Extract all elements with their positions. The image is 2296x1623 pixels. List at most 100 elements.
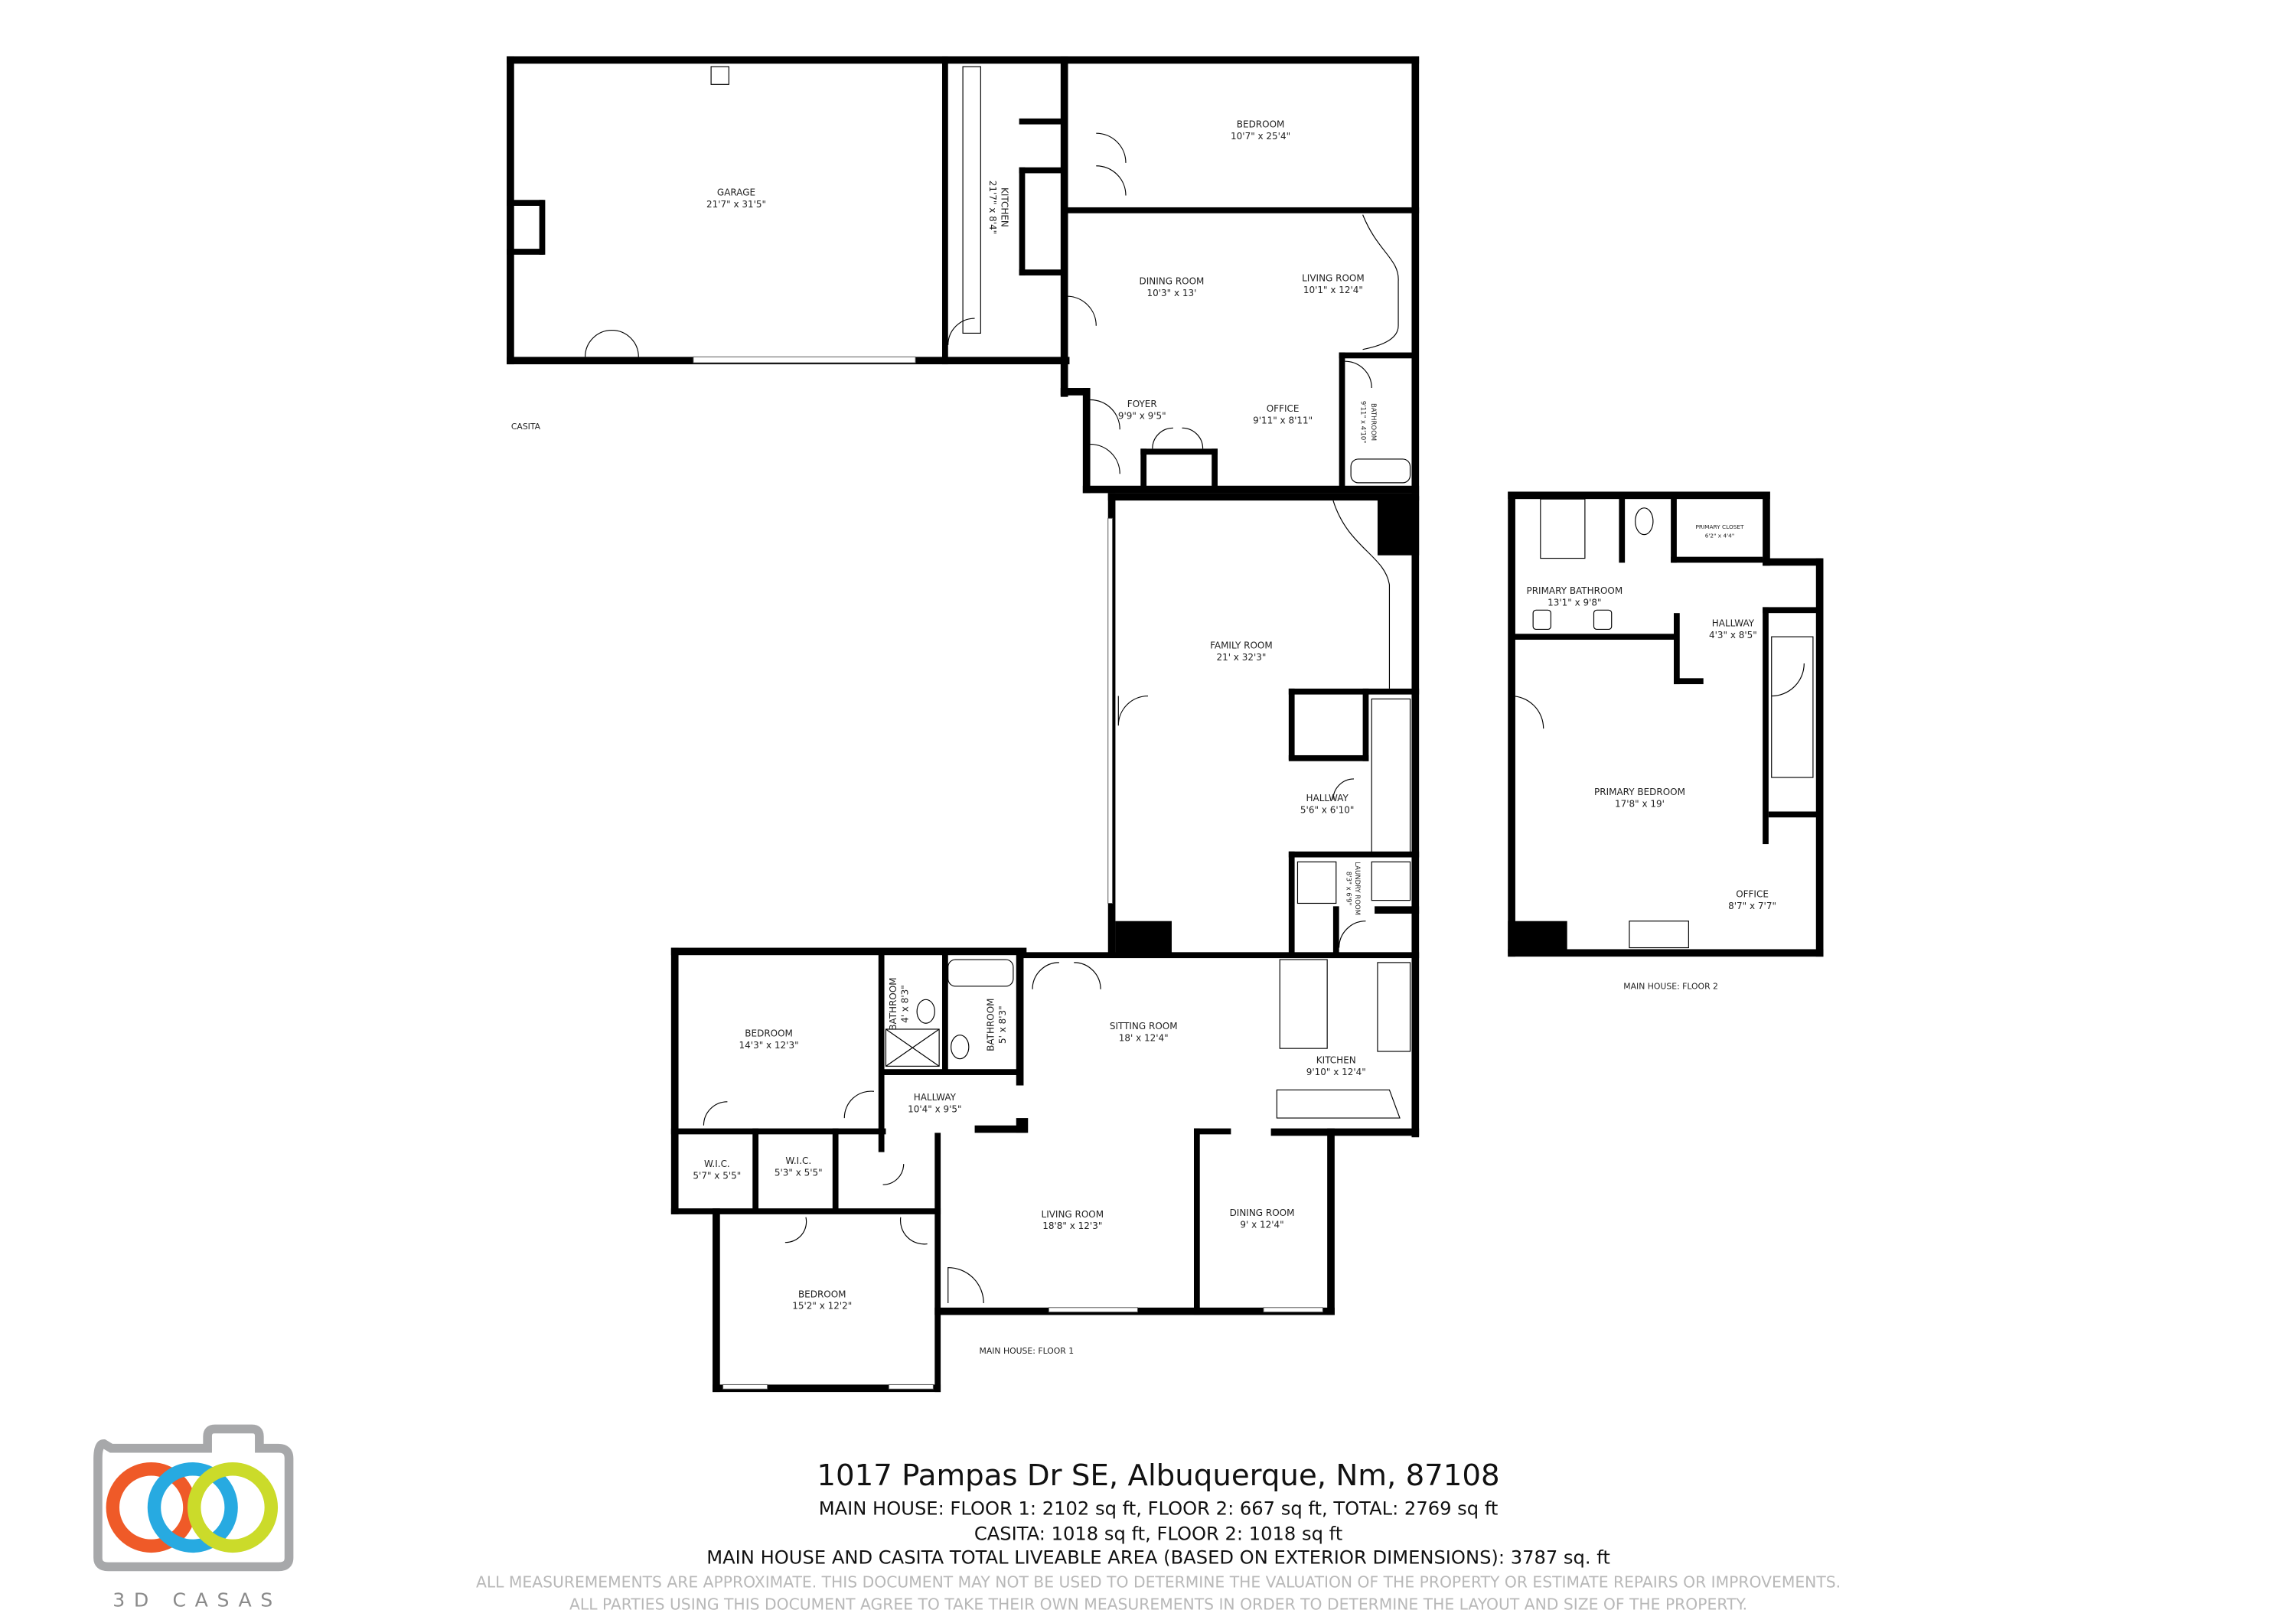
sink-icon <box>1532 609 1551 631</box>
stairs <box>1371 698 1411 855</box>
casita-label: CASITA <box>511 422 541 432</box>
sink-icon <box>1593 609 1613 631</box>
room-name: W.I.C. <box>704 1159 730 1169</box>
window <box>1263 1307 1323 1313</box>
room-dims: 4'3" x 8'5" <box>1709 630 1757 640</box>
wall <box>1362 688 1369 761</box>
wall <box>1022 952 1420 959</box>
wall <box>1763 607 1819 614</box>
room-dims: 21'7" x 8'4" <box>987 181 998 234</box>
window <box>722 1383 768 1390</box>
casita-plan: CASITA <box>507 56 1420 494</box>
room-name: LIVING ROOM <box>1042 1209 1104 1220</box>
room-name: FOYER <box>1127 399 1157 409</box>
dryer-icon <box>1371 861 1411 901</box>
wall <box>974 1125 1027 1133</box>
room-name: OFFICE <box>1267 403 1300 414</box>
room-name: PRIMARY BEDROOM <box>1594 787 1685 797</box>
window <box>1107 517 1114 904</box>
room-dims: 15'2" x 12'2" <box>792 1301 852 1312</box>
wall <box>1193 1128 1231 1135</box>
wall <box>752 1128 759 1212</box>
washer-icon <box>1296 861 1337 904</box>
room-name: DINING ROOM <box>1230 1207 1295 1218</box>
wall <box>1508 949 1824 957</box>
total-area: MAIN HOUSE AND CASITA TOTAL LIVEABLE ARE… <box>706 1547 1610 1569</box>
door-icon <box>843 1090 875 1119</box>
room-dims: 21'7" x 31'5" <box>706 199 766 210</box>
main-floor-1-plan: MAIN HOUSE: FLOOR 1 <box>670 493 1420 1393</box>
bathtub-icon <box>1350 458 1411 484</box>
door-icon <box>1339 921 1366 948</box>
wall <box>713 1384 941 1393</box>
wall <box>1508 491 1770 500</box>
wall <box>1411 56 1420 494</box>
room-dims: 5'6" x 6'10" <box>1300 804 1354 815</box>
wall <box>1763 491 1770 566</box>
wall <box>1016 952 1024 1086</box>
brand-name: 3D CASAS <box>113 1589 282 1612</box>
hearth-outline <box>1332 500 1391 689</box>
main-floor-2-plan: MAIN HOUSE: FLOOR 2 <box>1508 491 1824 992</box>
wall <box>507 56 1420 64</box>
wall <box>507 200 544 206</box>
room-dims: 5'3" x 5'5" <box>775 1168 823 1178</box>
door-icon <box>947 1266 984 1303</box>
room-name: HALLWAY <box>1712 618 1755 629</box>
kitchen-island <box>1279 959 1328 1049</box>
room-dims: 9'11" x 8'11" <box>1253 415 1313 425</box>
room-name: BATHROOM <box>1369 403 1377 441</box>
room-name: SITTING ROOM <box>1110 1021 1178 1031</box>
room-name: LAUNDRY ROOM <box>1353 862 1361 915</box>
disclaimer-line-1: ALL MEASUREMEMENTS ARE APPROXIMATE. THIS… <box>476 1573 1841 1592</box>
fireplace <box>1377 496 1420 556</box>
wall <box>1671 491 1677 563</box>
wall <box>1019 167 1026 275</box>
window <box>888 1383 934 1390</box>
property-address: 1017 Pampas Dr SE, Albuquerque, Nm, 8710… <box>817 1458 1499 1493</box>
door-icon <box>947 318 975 345</box>
wall <box>1815 558 1824 957</box>
wall <box>670 947 1027 956</box>
wall <box>1288 688 1420 695</box>
wall <box>1082 485 1420 494</box>
3d-casas-logo: 3D CASAS <box>93 1424 294 1612</box>
wall <box>1619 491 1626 563</box>
door-icon <box>1152 427 1204 449</box>
room-name: KITCHEN <box>999 187 1009 227</box>
bathtub-icon <box>947 959 1014 987</box>
wall <box>1674 613 1680 685</box>
room-dims: 8'7" x 7'7" <box>1728 901 1776 911</box>
room-dims: 6'2" x 4'4" <box>1705 532 1735 539</box>
wall <box>1140 448 1147 490</box>
door-icon <box>585 329 639 357</box>
wall <box>881 1069 1022 1075</box>
wall <box>1339 352 1417 359</box>
room-dims: 9'11" x 4'10" <box>1359 401 1367 443</box>
wall <box>670 1128 886 1135</box>
room-dims: 13'1" x 9'8" <box>1548 598 1601 608</box>
wall <box>1508 491 1515 957</box>
wall <box>1288 851 1295 956</box>
room-name: KITCHEN <box>1316 1054 1356 1065</box>
wall <box>1060 388 1091 396</box>
wall <box>670 1208 941 1214</box>
room-dims: 5'7" x 5'5" <box>693 1170 741 1181</box>
wall <box>1508 921 1567 954</box>
wall <box>1511 634 1675 640</box>
disclaimer-line-2: ALL PARTIES USING THIS DOCUMENT AGREE TO… <box>569 1595 1747 1614</box>
room-name: HALLWAY <box>1306 793 1349 803</box>
room-dims: 10'1" x 12'4" <box>1303 285 1363 295</box>
wall <box>1339 352 1345 489</box>
wall <box>1019 167 1064 174</box>
fireplace <box>1115 921 1172 957</box>
room-dims: 9'10" x 12'4" <box>1306 1067 1366 1077</box>
wall <box>1768 811 1819 818</box>
shower-icon <box>1540 498 1586 559</box>
room-dims: 21' x 32'3" <box>1216 652 1266 663</box>
green-ring-icon <box>188 1462 279 1553</box>
wall <box>878 952 885 1152</box>
floor-1-label: MAIN HOUSE: FLOOR 1 <box>979 1346 1074 1356</box>
wall <box>1270 1128 1420 1136</box>
